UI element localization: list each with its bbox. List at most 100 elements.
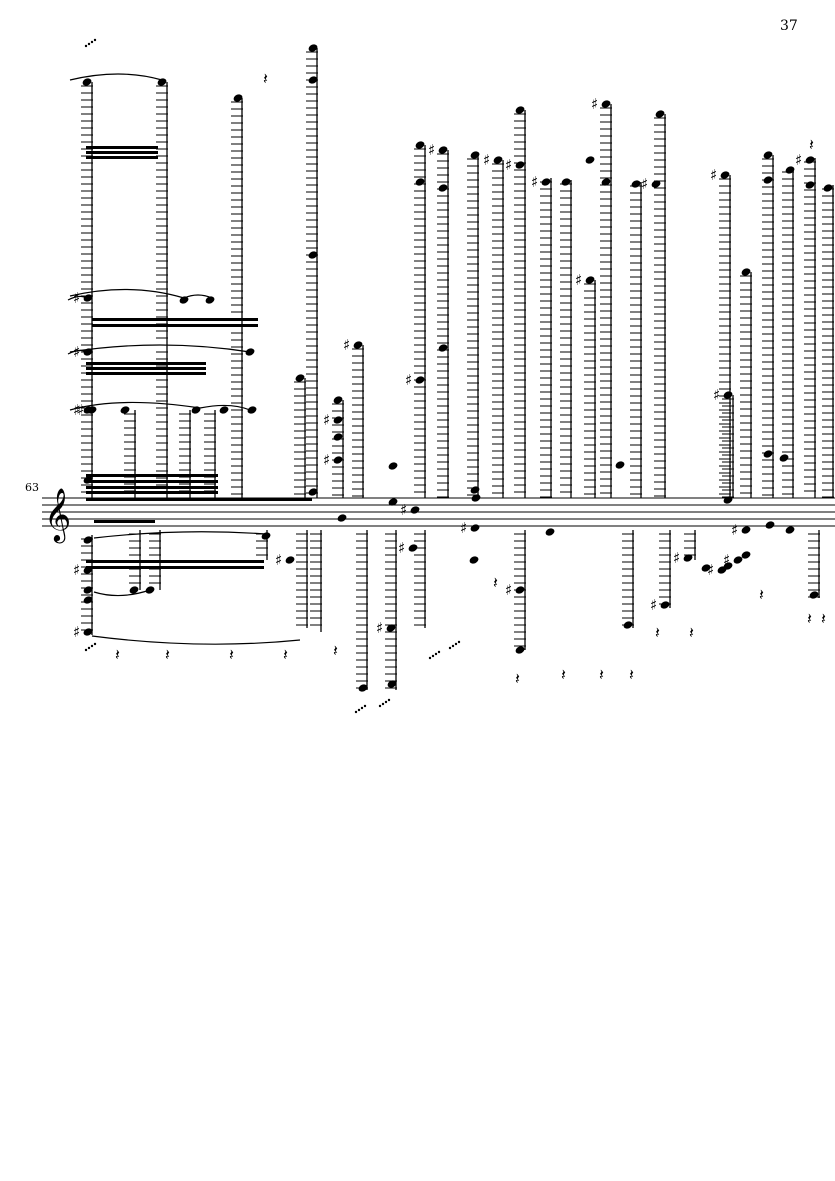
sharp-icon: ♯ [795, 151, 802, 169]
notehead [333, 433, 343, 441]
sharp-icon: ♯ [343, 336, 350, 354]
sharp-icon: ♯ [323, 451, 330, 469]
sharp-icon: ♯ [731, 521, 738, 539]
ledger-ladder [540, 181, 552, 498]
ledger-ladder [560, 183, 572, 493]
ornament-dot [93, 38, 97, 42]
notehead [415, 178, 425, 186]
notehead [741, 526, 751, 534]
notehead [83, 536, 93, 544]
ledger-ladder [659, 533, 671, 605]
ledger-ladder [762, 158, 774, 496]
sharp-icon: ♯ [400, 501, 407, 519]
notehead [387, 680, 397, 688]
tie [69, 288, 185, 299]
sharp-icon: ♯ [707, 561, 714, 579]
sharp-icon: ♯ [73, 401, 80, 419]
ledger-ladder [630, 185, 642, 495]
ledger-ladder [356, 533, 368, 689]
svg-text:𝄞: 𝄞 [44, 487, 71, 543]
beam [86, 560, 264, 563]
ornaments [84, 38, 461, 714]
notehead [623, 621, 633, 629]
sharp-icon: ♯ [428, 141, 435, 159]
notehead [785, 166, 795, 174]
quarter-rest-icon: 𝄽 [655, 623, 660, 642]
ornament-dot [87, 42, 91, 46]
notehead [179, 296, 189, 304]
notehead [438, 146, 448, 154]
notehead [83, 476, 93, 484]
beam [86, 474, 218, 477]
tie [199, 404, 251, 411]
ornament-dot [437, 650, 441, 654]
notehead [295, 374, 305, 382]
sharp-icon: ♯ [460, 519, 467, 537]
ledger-ladder [808, 533, 820, 598]
sharp-icon: ♯ [650, 596, 657, 614]
beam [86, 480, 218, 483]
notehead [763, 151, 773, 159]
quarter-rest-icon: 𝄽 [263, 69, 268, 88]
ledger-ladder [124, 413, 136, 492]
ledger-ladder [622, 533, 634, 626]
sharp-icon: ♯ [275, 551, 282, 569]
ornament-dots [84, 38, 97, 48]
sharp-icon: ♯ [398, 539, 405, 557]
notehead [157, 78, 167, 86]
sharp-icon: ♯ [505, 581, 512, 599]
ledger-ladder [804, 161, 816, 492]
ledger-ladder [149, 533, 161, 584]
notehead [779, 454, 789, 462]
ledger-ladder [352, 348, 364, 497]
notehead [83, 566, 93, 574]
sharp-icon: ♯ [713, 386, 720, 404]
sharp-icon: ♯ [673, 549, 680, 567]
ornament-dot [387, 698, 391, 702]
notehead [763, 450, 773, 458]
notehead [83, 628, 93, 636]
tie [69, 344, 251, 353]
notehead [87, 406, 97, 414]
quarter-rest-icon: 𝄽 [283, 645, 288, 664]
ornament-dot [363, 704, 367, 708]
notehead [82, 78, 92, 86]
notehead [261, 532, 271, 540]
quarter-rest-icon: 𝄽 [229, 645, 234, 664]
ornament-dots [354, 704, 367, 714]
notehead [83, 586, 93, 594]
ledger-ladder [719, 178, 731, 495]
notehead [205, 296, 215, 304]
ornament-dots [378, 698, 391, 708]
ledger-ladder [414, 533, 426, 626]
notehead [470, 486, 480, 494]
notehead [515, 646, 525, 654]
ledger-ladder [129, 533, 141, 584]
ledger-ladder [310, 533, 322, 626]
sharp-icon: ♯ [641, 175, 648, 193]
notehead [233, 94, 243, 102]
ledger-ladder [294, 381, 306, 495]
notehead [471, 494, 481, 502]
notehead [191, 406, 201, 414]
notehead [541, 178, 551, 186]
ledger-ladder [81, 538, 93, 631]
sharp-icon: ♯ [710, 166, 717, 184]
notehead [386, 624, 396, 632]
notehead [717, 566, 727, 574]
ornament-dot [84, 648, 88, 652]
beam [86, 498, 312, 501]
sharp-icon: ♯ [73, 623, 80, 641]
accidentals: ♯♯♯♯♯♯♯♯♯♯♯♯♯♯♯♯♯♯♯♯♯♯♯♯♯♯♯♯♯♯♯ [73, 95, 802, 641]
ornament-dot [360, 706, 364, 710]
ornament-dot [431, 654, 435, 658]
sharp-icon: ♯ [505, 156, 512, 174]
notehead [720, 171, 730, 179]
notehead [285, 556, 295, 564]
notehead [615, 461, 625, 469]
ornament-dot [93, 642, 97, 646]
beam [86, 486, 218, 489]
ornament-dots [84, 642, 97, 652]
quarter-rest-icon: 𝄽 [689, 623, 694, 642]
